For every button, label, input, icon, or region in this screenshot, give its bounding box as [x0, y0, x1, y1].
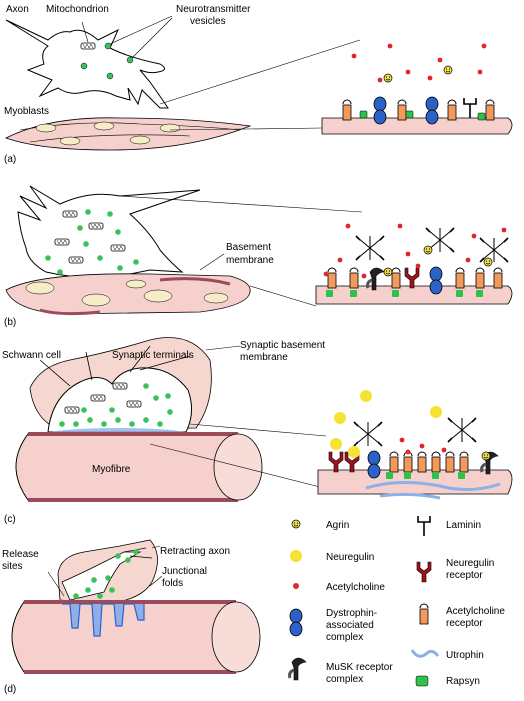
panel-a: Axon Mitochondrion Neurotransmitter vesi… — [4, 4, 513, 165]
synaptic-terminals-label: Synaptic terminals — [112, 350, 194, 361]
legend-achr-1: Acetylcholine — [446, 606, 505, 617]
utrophin-icon — [410, 649, 440, 658]
basement-membrane-label-2: membrane — [226, 255, 274, 266]
release-sites-label-2: sites — [2, 561, 23, 572]
panel-d: Release sites Retracting axon Junctional… — [2, 539, 261, 695]
agrin-icon — [291, 519, 301, 529]
panel-c-letter: (c) — [4, 514, 16, 525]
junctional-folds — [62, 603, 145, 637]
legend-neuregulin: Neuregulin — [326, 552, 374, 563]
synaptic-terminals-c — [47, 367, 192, 433]
legend-dystrophin-1: Dystrophin- — [326, 608, 377, 619]
legend-musk-2: complex — [326, 674, 363, 685]
retracting-axon-label: Retracting axon — [160, 546, 230, 557]
release-sites-label: Release — [2, 549, 39, 560]
panel-b: Basement membrane (b) — [4, 185, 513, 328]
retracting-axon-d — [61, 551, 142, 601]
legend-nrg-receptor-1: Neuregulin — [446, 558, 494, 569]
legend-nrg-receptor-2: receptor — [446, 570, 483, 581]
axon-label: Axon — [6, 4, 29, 15]
legend-achr-2: receptor — [446, 618, 483, 629]
myoblasts — [4, 117, 252, 151]
panel-b-letter: (b) — [4, 317, 16, 328]
musk-receptor-icon — [288, 656, 308, 682]
vesicle-cluster-d — [73, 549, 139, 599]
laminin-icon — [417, 515, 431, 537]
zoom-membrane-a — [321, 117, 513, 135]
vesicles-label: Neurotransmitter — [176, 4, 251, 15]
legend-musk-1: MuSK receptor — [326, 662, 393, 673]
panel-d-letter: (d) — [4, 684, 16, 695]
myofibre-label: Myofibre — [92, 464, 131, 475]
legend-agrin: Agrin — [326, 520, 349, 531]
dystrophin-complex-icon — [289, 608, 303, 637]
vesicle-cluster-b — [45, 209, 139, 275]
mitochondrion-label: Mitochondrion — [46, 4, 109, 15]
myofibre-c — [15, 432, 263, 502]
acetylcholine-receptor-icon — [419, 603, 429, 625]
vesicles-label-2: vesicles — [190, 16, 226, 27]
junctional-folds-label-2: folds — [162, 578, 183, 589]
panel-c: Schwann cell Synaptic terminals Synaptic… — [2, 337, 513, 525]
legend-dystrophin-3: complex — [326, 632, 363, 643]
legend-acetylcholine: Acetylcholine — [326, 582, 385, 593]
muscle-cell-b — [5, 273, 251, 316]
synaptic-basement-label: Synaptic basement — [240, 340, 325, 351]
neuregulin-receptor-icon — [416, 561, 432, 583]
vesicle-icon — [80, 62, 88, 70]
vesicle-cluster-c — [59, 382, 173, 427]
synaptic-basement-label-2: membrane — [240, 352, 288, 363]
vesicle-icon — [126, 56, 134, 64]
axon-growth-cone — [5, 19, 169, 109]
vesicle-icon — [104, 42, 112, 50]
legend-utrophin: Utrophin — [446, 650, 484, 661]
schwann-cell-label: Schwann cell — [2, 350, 61, 361]
neuregulin-icon — [290, 550, 302, 562]
nerve-terminal-b — [17, 185, 201, 278]
legend-dystrophin-2: associated — [326, 620, 374, 631]
legend-laminin: Laminin — [446, 520, 481, 531]
legend: Agrin Neuregulin Acetylcholine Dystrophi… — [288, 515, 505, 687]
zoom-membrane-b — [315, 285, 513, 305]
vesicle-icon — [106, 72, 114, 80]
basement-membrane-label: Basement — [226, 242, 271, 253]
acetylcholine-icon — [293, 583, 299, 589]
panel-a-letter: (a) — [4, 154, 16, 165]
junctional-folds-label: Junctional — [162, 566, 207, 577]
legend-rapsyn: Rapsyn — [446, 676, 480, 687]
mitochondrion-icon — [80, 42, 96, 50]
myoblasts-label: Myoblasts — [4, 106, 49, 117]
rapsyn-icon — [415, 675, 429, 687]
